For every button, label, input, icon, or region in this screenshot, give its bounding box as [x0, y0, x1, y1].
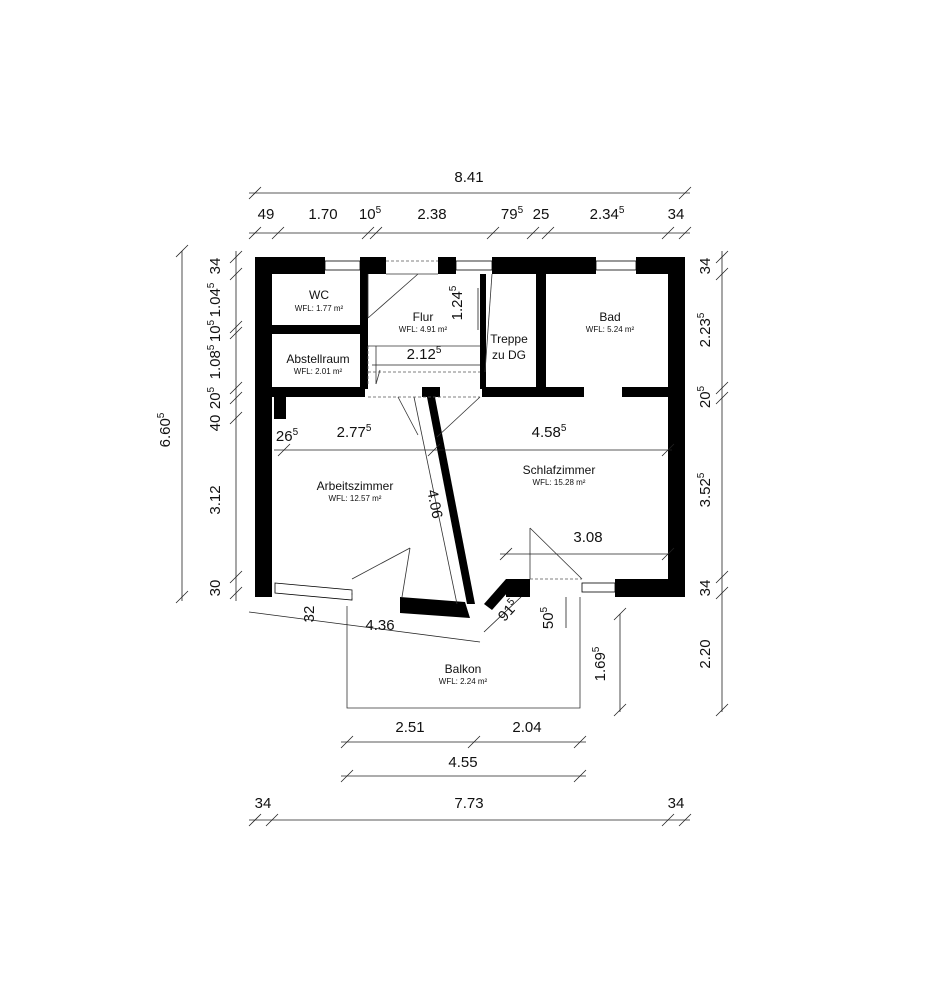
dim-balkon-total: 4.55 [448, 754, 477, 771]
wall-diagonal [426, 392, 475, 604]
room-abstellraum-name: Abstellraum [286, 352, 349, 366]
dim-top-6: 2.345 [590, 205, 625, 223]
windows [274, 260, 637, 601]
room-arbeitszimmer-name: Arbeitszimmer [317, 479, 394, 493]
dim-bay-wall: 915 [494, 596, 523, 625]
room-balkon-name: Balkon [445, 662, 482, 676]
dim-diag-wall: 4.06 [423, 488, 445, 520]
dim-top-1: 1.70 [308, 206, 337, 223]
dim-bottom-2: 34 [668, 795, 685, 812]
dim-right-0: 34 [697, 258, 714, 275]
dim-left-total: 6.605 [156, 412, 174, 447]
dim-right-1: 2.235 [696, 312, 714, 347]
wall-wc-flur [360, 274, 368, 389]
room-schlafzimmer-area: WFL: 15.28 m² [533, 478, 586, 487]
dim-balkon-left: 2.51 [395, 719, 424, 736]
dimension-lines [175, 186, 729, 827]
dim-top-4: 795 [501, 205, 524, 223]
wall-bottom-slant [400, 597, 470, 618]
wall-top-4 [492, 257, 596, 274]
wall-bottom-left-corner [255, 579, 272, 597]
room-wc-name: WC [309, 288, 329, 302]
wall-row-4 [622, 387, 685, 397]
dim-right-4: 34 [697, 580, 714, 597]
dim-left-2: 105 [206, 319, 224, 342]
dim-arb-recess: 265 [276, 427, 299, 445]
dim-flur-height: 1.245 [448, 285, 466, 320]
dim-left-3: 1.085 [206, 344, 224, 379]
room-bad-name: Bad [599, 310, 620, 324]
room-balkon-area: WFL: 2.24 m² [439, 677, 488, 686]
wall-right [668, 257, 685, 597]
room-treppe-line1: Treppe [490, 332, 528, 346]
window-wc [324, 260, 361, 271]
ticks [175, 186, 729, 827]
dim-right-5: 2.20 [697, 639, 714, 668]
dim-bottom-diag: 4.36 [365, 617, 394, 634]
wall-top-3 [438, 257, 456, 274]
room-arbeitszimmer-area: WFL: 12.57 m² [329, 494, 382, 503]
room-abstellraum-area: WFL: 2.01 m² [294, 367, 343, 376]
dim-right-3: 3.525 [696, 472, 714, 507]
dim-top-3: 2.38 [417, 206, 446, 223]
room-flur-area: WFL: 4.91 m² [399, 325, 448, 334]
dim-top-2: 105 [359, 205, 382, 223]
room-schlafzimmer-name: Schlafzimmer [523, 463, 596, 477]
wall-row-3 [482, 387, 584, 397]
room-bad-area: WFL: 5.24 m² [586, 325, 635, 334]
dim-bay-depth: 505 [539, 606, 557, 629]
dim-left-1: 1.045 [206, 282, 224, 317]
wall-top-1 [255, 257, 325, 274]
wall-bay [484, 579, 516, 610]
dim-left-6: 3.12 [207, 485, 224, 514]
dim-top-7: 34 [668, 206, 685, 223]
dim-schlaf-window: 3.08 [573, 529, 602, 546]
wall-treppe-bad [536, 274, 546, 389]
window-schlaf [581, 582, 616, 593]
wall-row-2 [422, 387, 440, 397]
dim-bottom-0: 34 [255, 795, 272, 812]
dim-left-7: 30 [207, 580, 224, 597]
dim-bottom-1: 7.73 [454, 795, 483, 812]
dim-top-total: 8.41 [454, 169, 483, 186]
dim-left-0: 34 [207, 258, 224, 275]
room-labels: WC WFL: 1.77 m² Flur WFL: 4.91 m² Treppe… [286, 288, 634, 686]
dim-top-0: 49 [258, 206, 275, 223]
wall-row-1 [255, 387, 365, 397]
wall-top-2 [360, 257, 386, 274]
wall-flur-treppe [480, 274, 486, 389]
room-flur-name: Flur [413, 310, 434, 324]
window-treppe [455, 260, 493, 271]
dim-top-5: 25 [533, 206, 550, 223]
dim-bottom-left: 32 [301, 606, 318, 623]
wall-bottom-right [615, 579, 685, 597]
window-bad [595, 260, 637, 271]
wall-pillar [274, 397, 286, 419]
dim-balkon-right: 2.04 [512, 719, 541, 736]
dim-left-4: 205 [206, 386, 224, 409]
dimension-labels: 8.41 49 1.70 105 2.38 795 25 2.345 34 6.… [156, 169, 714, 812]
walls [255, 257, 685, 618]
dim-left-5: 40 [207, 415, 224, 432]
window-arbeit [274, 582, 353, 601]
room-treppe-line2: zu DG [492, 348, 526, 362]
dim-schlaf-width: 4.585 [532, 423, 567, 441]
dim-balkon-depth: 1.695 [591, 646, 609, 681]
balkon-outline [346, 597, 581, 709]
dim-flur-width: 2.125 [407, 345, 442, 363]
dim-right-2: 205 [696, 385, 714, 408]
room-wc-area: WFL: 1.77 m² [295, 304, 344, 313]
dim-arb-width: 2.775 [337, 423, 372, 441]
wall-left [255, 257, 272, 597]
wall-wc-abst [272, 325, 368, 334]
